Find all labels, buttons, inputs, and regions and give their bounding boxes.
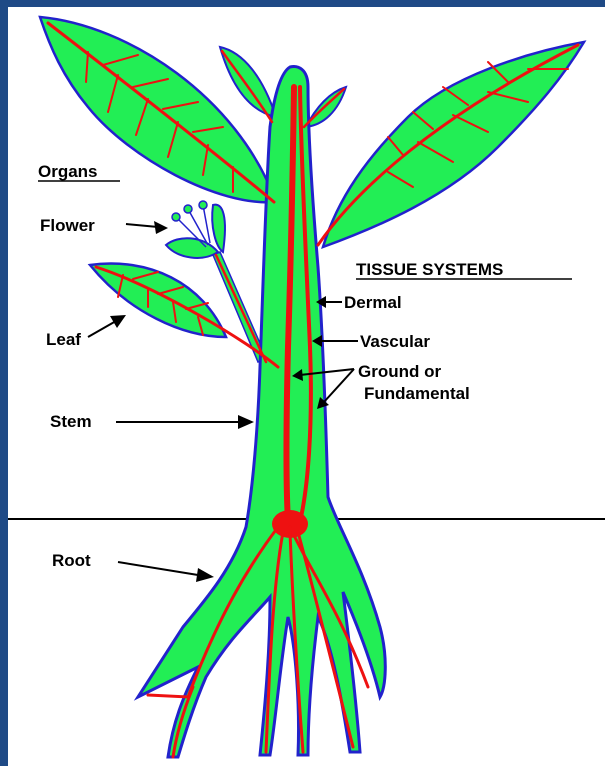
- bud-leaf-left: [220, 47, 276, 117]
- vascular-label: Vascular: [360, 332, 430, 351]
- flower-arrow: [126, 221, 168, 234]
- flower-petal: [212, 205, 225, 252]
- plant-body: [40, 17, 584, 757]
- ground-label-line1: Ground or: [358, 362, 441, 381]
- leaf-label: Leaf: [46, 330, 81, 349]
- leaf-lower-left: [90, 264, 226, 337]
- stem-label: Stem: [50, 412, 92, 431]
- dermal-label: Dermal: [344, 293, 402, 312]
- leaf-arrow: [88, 315, 126, 337]
- diagram-frame: Organs Flower Leaf Stem Root TISSUE SYST…: [8, 7, 605, 766]
- root-arrow: [118, 562, 214, 582]
- root-label: Root: [52, 551, 91, 570]
- plant-diagram: Organs Flower Leaf Stem Root TISSUE SYST…: [8, 7, 605, 766]
- leaf-upper-right: [323, 42, 584, 247]
- tissue-systems-heading: TISSUE SYSTEMS: [356, 260, 503, 279]
- organs-heading: Organs: [38, 162, 98, 181]
- ground-label-line2: Fundamental: [364, 384, 470, 403]
- stem-arrow: [116, 415, 254, 429]
- flower-label: Flower: [40, 216, 95, 235]
